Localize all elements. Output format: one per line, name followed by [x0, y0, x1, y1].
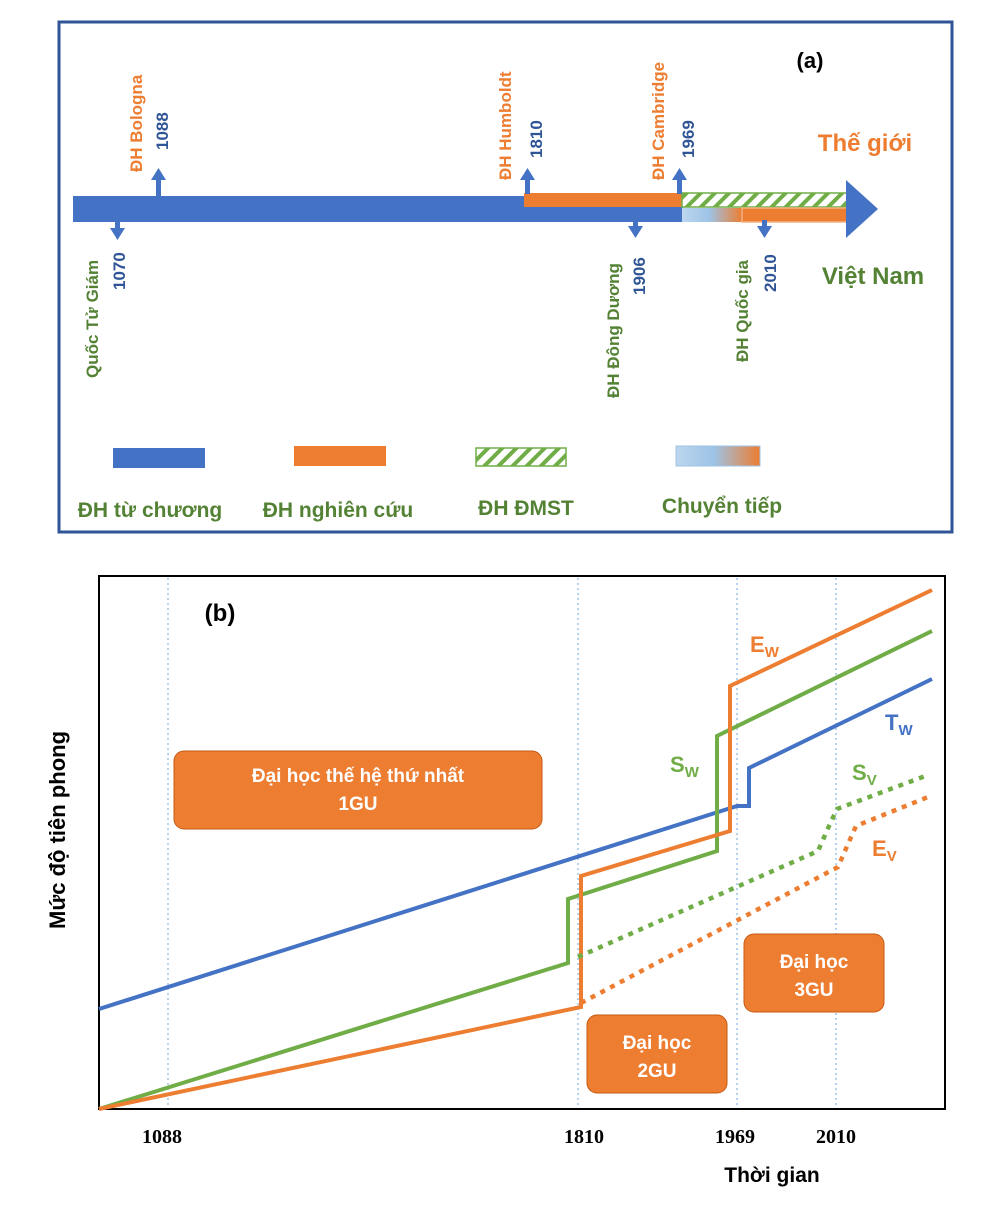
- label-tw: TW: [885, 710, 913, 739]
- event-quoc-gia-name: ĐH Quốc gia: [733, 259, 752, 362]
- x-tick-2010: 2010: [816, 1126, 856, 1148]
- panel-b-label: (b): [205, 600, 236, 627]
- event-quoc-gia-year: 2010: [761, 254, 780, 292]
- line-sv: [577, 772, 929, 960]
- x-tick-1810: 1810: [564, 1126, 604, 1148]
- marker-2010-head: [757, 226, 772, 238]
- marker-1969: [677, 178, 682, 194]
- label-sw: SW: [670, 752, 700, 781]
- label-ev: EV: [872, 836, 897, 865]
- box-3gu-line2: 3GU: [794, 980, 833, 1001]
- marker-1906: [633, 208, 638, 228]
- event-cambridge-year: 1969: [679, 120, 698, 158]
- vietnam-label: Việt Nam: [822, 263, 924, 290]
- event-cambridge-name: ĐH Cambridge: [649, 62, 668, 180]
- legend-label-classical: ĐH từ chương: [78, 499, 223, 522]
- box-2gu-line2: 2GU: [637, 1061, 676, 1082]
- label-sv: SV: [852, 760, 877, 789]
- event-humboldt-name: ĐH Humboldt: [496, 71, 515, 180]
- marker-2010: [762, 220, 767, 228]
- timeline-bar-research: [524, 193, 682, 207]
- panel-a: (a) Thế giới Việt Nam ĐH Bologn: [57, 20, 954, 534]
- legend-swatch-research: [294, 446, 386, 466]
- marker-1088: [156, 178, 161, 196]
- box-3gu-line1: Đại học: [780, 952, 849, 973]
- timeline-bar-innovation: [681, 192, 851, 208]
- event-dong-duong-year: 1906: [630, 257, 649, 295]
- panel-b: (b) Đại học thế hệ thứ nhất 1GU Đại học …: [45, 575, 946, 1187]
- box-1gu: [173, 750, 543, 830]
- legend-swatch-classical: [113, 448, 205, 468]
- y-axis-label: Mức độ tiên phong: [45, 731, 70, 929]
- box-2gu: [586, 1014, 728, 1094]
- timeline-arrowhead: [846, 180, 878, 238]
- x-tick-1969: 1969: [715, 1126, 755, 1148]
- line-sw: [98, 629, 933, 1111]
- event-bologna-name: ĐH Bologna: [127, 74, 146, 172]
- timeline-bar-research-vn: [741, 207, 851, 223]
- panel-a-label: (a): [797, 48, 824, 73]
- marker-1088-head: [151, 168, 166, 180]
- marker-1070: [115, 208, 120, 230]
- panel-b-frame: [98, 575, 946, 1110]
- event-bologna-year: 1088: [153, 112, 172, 150]
- x-axis-label: Thời gian: [724, 1164, 819, 1187]
- marker-1070-head: [110, 228, 125, 240]
- marker-1906-head: [628, 226, 643, 238]
- box-2gu-line1: Đại học: [623, 1033, 692, 1054]
- box-3gu: [743, 933, 885, 1013]
- legend-label-research: ĐH nghiên cứu: [263, 499, 414, 522]
- event-quoc-tu-giam-year: 1070: [110, 252, 129, 290]
- x-tick-1088: 1088: [142, 1126, 182, 1148]
- line-ew: [98, 588, 933, 1111]
- box-1gu-line2: 1GU: [338, 794, 377, 815]
- panel-a-frame: [57, 20, 954, 534]
- marker-1810-head: [520, 168, 535, 180]
- timeline-bar-transition: [682, 208, 742, 222]
- legend-label-transition: Chuyển tiếp: [662, 495, 782, 518]
- event-quoc-tu-giam-name: Quốc Tử Giám: [83, 260, 102, 378]
- legend-swatch-transition: [675, 445, 761, 467]
- box-1gu-line1: Đại học thế hệ thứ nhất: [252, 766, 465, 787]
- legend-swatch-innovation: [475, 447, 567, 467]
- marker-1969-head: [672, 168, 687, 180]
- event-humboldt-year: 1810: [527, 120, 546, 158]
- legend-label-innovation: ĐH ĐMST: [478, 497, 574, 520]
- line-tw: [98, 677, 933, 1011]
- label-ew: EW: [750, 632, 780, 661]
- world-label: Thế giới: [818, 130, 912, 157]
- marker-1810: [525, 178, 530, 194]
- event-dong-duong-name: ĐH Đông Dương: [604, 263, 623, 398]
